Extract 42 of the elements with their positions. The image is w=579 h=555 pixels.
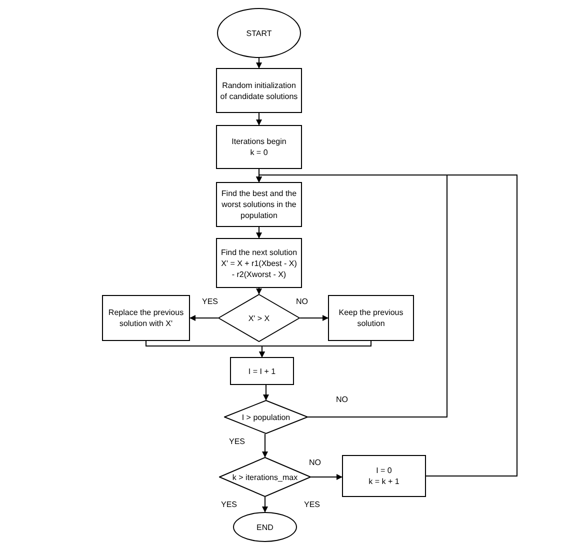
arrow <box>190 315 218 321</box>
edge-label: YES <box>229 437 246 447</box>
arrow <box>262 434 268 458</box>
arrow <box>256 58 262 68</box>
node-text: Find the best and the worst solutions in the population <box>220 188 298 221</box>
process-box <box>216 182 302 227</box>
process-box <box>102 295 190 341</box>
node-text: Find the next solution X' = X + r1(Xbest - X) - r2(Xworst - X) <box>220 246 298 280</box>
arrow <box>300 315 328 321</box>
edge-label: NO <box>296 297 308 307</box>
node-text: k > iterations_max <box>232 472 298 482</box>
node-text: I = 0 <box>376 465 392 476</box>
edge-label: YES <box>202 297 218 307</box>
node-text: k = k + 1 <box>368 476 400 487</box>
node-text: I = I + 1 <box>248 366 276 376</box>
process-box <box>230 357 294 385</box>
node-text: X' > X <box>248 312 270 324</box>
node-text: k = 0 <box>250 147 268 158</box>
node-text: I > population <box>242 412 290 422</box>
node-text: START <box>246 28 272 38</box>
edge-label: NO <box>309 458 321 468</box>
node-text: Keep the previous solution <box>338 307 404 329</box>
process-box <box>328 295 414 341</box>
arrow <box>259 340 372 358</box>
arrow <box>256 112 262 126</box>
process-box <box>342 455 426 497</box>
node-text: Iterations begin <box>232 136 286 147</box>
node-text: Random initialization of candidate solutions <box>219 80 299 102</box>
process-box <box>216 68 302 113</box>
process-box <box>216 238 302 288</box>
edge-label: NO <box>336 395 348 405</box>
node-text: Replace the previous solution with X' <box>107 307 185 329</box>
arrow <box>256 226 262 238</box>
arrow <box>262 496 268 512</box>
edge-label: YES <box>221 500 238 510</box>
node-text: END <box>256 522 274 532</box>
note-label: YES <box>304 500 320 510</box>
arrow <box>256 288 262 294</box>
arrow <box>263 384 269 400</box>
arrow <box>310 474 342 480</box>
arrow <box>256 174 518 476</box>
process-box <box>216 125 302 169</box>
